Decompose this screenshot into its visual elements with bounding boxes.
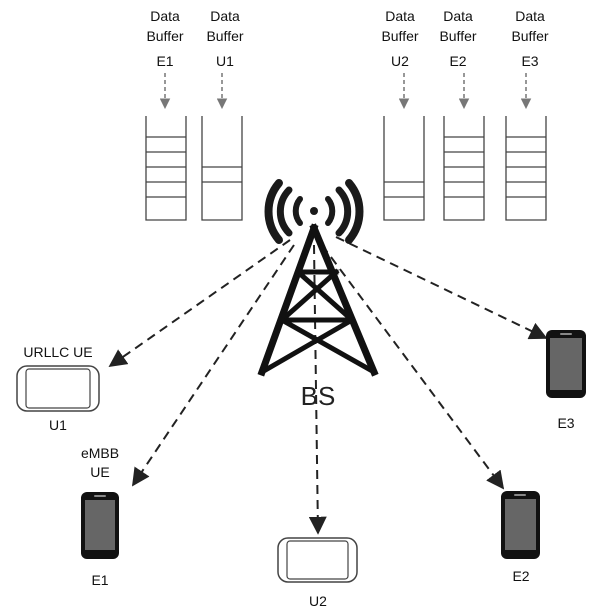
link-to-u1 bbox=[108, 239, 291, 368]
buffer-u2: Data Buffer U2 bbox=[381, 8, 425, 221]
buffer-e3-line2: Buffer bbox=[511, 28, 548, 44]
buffer-e1-id: E1 bbox=[156, 53, 173, 69]
buffer-u2-line1: Data bbox=[385, 8, 415, 24]
device-e1-phone-icon bbox=[81, 492, 119, 559]
buffer-e3-queue bbox=[505, 116, 547, 221]
device-u1-phone-icon bbox=[16, 365, 100, 412]
device-e3-phone-icon bbox=[546, 330, 586, 398]
device-u1-label: U1 bbox=[49, 417, 67, 433]
device-e1-label: E1 bbox=[91, 572, 108, 588]
buffer-e2-id: E2 bbox=[449, 53, 466, 69]
buffer-e1-line2: Buffer bbox=[146, 28, 183, 44]
bs-label: BS bbox=[301, 381, 336, 411]
device-e1-caption-line2: UE bbox=[90, 464, 109, 480]
buffer-e1: Data Buffer E1 bbox=[145, 8, 187, 221]
base-station: BS bbox=[257, 179, 379, 411]
buffer-e2: Data Buffer E2 bbox=[439, 8, 485, 221]
device-e2: E2 bbox=[501, 491, 540, 584]
device-u1: URLLC UE U1 bbox=[16, 344, 100, 433]
buffer-e3-line1: Data bbox=[515, 8, 545, 24]
buffer-u2-queue bbox=[383, 116, 425, 221]
tower-icon bbox=[257, 223, 379, 377]
buffer-u2-slots bbox=[384, 181, 424, 198]
buffer-e2-line1: Data bbox=[443, 8, 473, 24]
buffer-e1-slots bbox=[146, 136, 186, 198]
device-u2: U2 bbox=[277, 537, 358, 609]
link-to-e1 bbox=[131, 244, 295, 487]
link-to-e3 bbox=[335, 236, 548, 340]
buffer-u2-line2: Buffer bbox=[381, 28, 418, 44]
buffer-e3-id: E3 bbox=[521, 53, 538, 69]
device-u2-label: U2 bbox=[309, 593, 327, 609]
link-to-e2 bbox=[321, 244, 505, 490]
buffer-u1-id: U1 bbox=[216, 53, 234, 69]
device-u2-phone-icon bbox=[277, 537, 358, 583]
antenna-signal-icon bbox=[264, 179, 364, 244]
device-e1: eMBB UE E1 bbox=[81, 445, 119, 588]
buffer-e2-slots bbox=[444, 136, 484, 198]
buffer-u1-line2: Buffer bbox=[206, 28, 243, 44]
device-e2-label: E2 bbox=[512, 568, 529, 584]
buffer-u2-id: U2 bbox=[391, 53, 409, 69]
buffer-e1-queue bbox=[145, 116, 187, 221]
buffer-e3: Data Buffer E3 bbox=[505, 8, 549, 221]
buffer-u1-queue bbox=[201, 116, 243, 221]
buffer-e2-line2: Buffer bbox=[439, 28, 476, 44]
buffer-u1: Data Buffer U1 bbox=[201, 8, 244, 221]
device-e2-phone-icon bbox=[501, 491, 540, 559]
buffer-e2-queue bbox=[443, 116, 485, 221]
device-e3: E3 bbox=[546, 330, 586, 431]
buffer-e3-slots bbox=[506, 136, 546, 198]
buffer-u1-line1: Data bbox=[210, 8, 240, 24]
buffer-u1-slots bbox=[202, 166, 242, 183]
device-e1-caption-line1: eMBB bbox=[81, 445, 119, 461]
buffer-e1-line1: Data bbox=[150, 8, 180, 24]
device-e3-label: E3 bbox=[557, 415, 574, 431]
device-u1-caption: URLLC UE bbox=[23, 344, 92, 360]
